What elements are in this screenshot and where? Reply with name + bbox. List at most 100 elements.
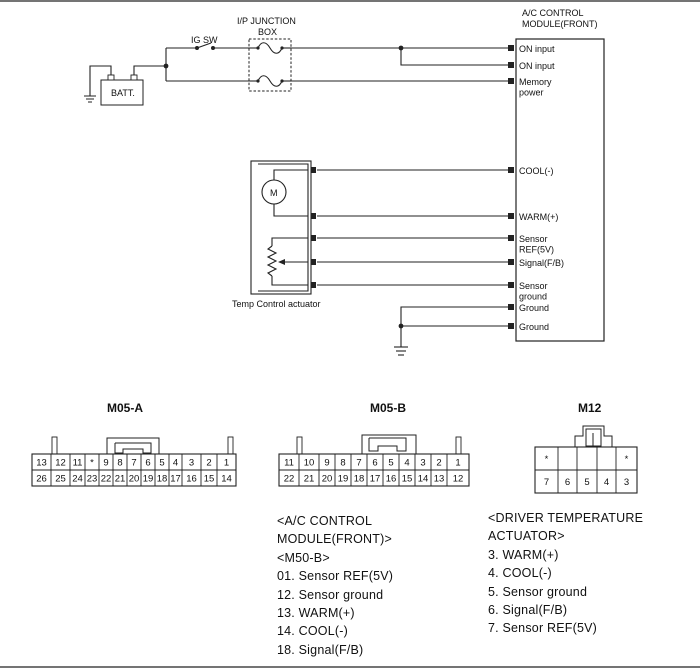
connector-pin-number: 19 — [143, 474, 154, 485]
battery-body — [100, 79, 144, 106]
legend-line: <DRIVER TEMPERATURE — [488, 511, 644, 525]
connector-pin-number: 9 — [324, 458, 329, 469]
connector-pin-number: * — [625, 454, 629, 465]
connector-title-m05-b: M05-B — [370, 401, 406, 415]
module-pin-terminal — [508, 78, 514, 84]
connector-pin-number: 7 — [131, 458, 136, 469]
pot-wiper-arrow — [278, 259, 285, 265]
module-pin-label: ON input — [519, 61, 555, 71]
connector-pin-number: 21 — [115, 474, 126, 485]
module-title-line-1: A/C CONTROL — [522, 8, 584, 18]
connector-pin-number: * — [545, 454, 549, 465]
connector-pin-number: 5 — [388, 458, 393, 469]
connector-pin-number: 10 — [304, 458, 315, 469]
connector-grid-m05-a: 132612251124*239228217206195184173162151… — [31, 453, 237, 487]
legend-line: 14. COOL(-) — [277, 624, 348, 639]
fuse-2 — [250, 75, 291, 87]
motor-cool-wire-internal — [273, 169, 308, 174]
connector-pin-number: 22 — [284, 474, 295, 485]
connector-pin-number: 16 — [186, 474, 197, 485]
connector-pin-number: 24 — [72, 474, 83, 485]
legend-line: 01. Sensor REF(5V) — [277, 569, 394, 584]
connector-pin-number: 7 — [356, 458, 361, 469]
connector-pin-number: 1 — [224, 458, 229, 469]
battery-label: BATT. — [111, 88, 135, 98]
connector-pin-number: 15 — [204, 474, 215, 485]
module-pin-terminal — [508, 235, 514, 241]
battery-junction-dot — [163, 63, 169, 69]
module-pin-label: Signal(F/B) — [519, 258, 564, 268]
module-pin-label: Ground — [519, 322, 549, 332]
connector-pin-number: 12 — [55, 458, 66, 469]
connector-pin-number: 15 — [402, 474, 413, 485]
ac-control-module-box — [515, 38, 605, 342]
connector-pin-number: 22 — [101, 474, 112, 485]
connector-pin-number: 26 — [36, 474, 47, 485]
actuator-inner-line — [258, 163, 309, 292]
module-pin-terminal — [508, 259, 514, 265]
battery-terminal-pos — [130, 74, 138, 81]
module-pin-label: ground — [519, 292, 547, 302]
connector-pin-number: 8 — [117, 458, 122, 469]
connector-pin-number: 18 — [157, 474, 168, 485]
motor-warm-wire-internal — [273, 210, 308, 217]
module-pin-label: Sensor — [519, 234, 548, 244]
legend-line: 3. WARM(+) — [488, 547, 559, 562]
connector-pin-number: 8 — [340, 458, 345, 469]
connector-pin-number: 5 — [584, 477, 589, 488]
ig-sw-lever — [196, 42, 212, 49]
module-pin-terminal — [508, 167, 514, 173]
connector-pin-number: 19 — [338, 474, 349, 485]
battery-ground-wire — [89, 65, 112, 96]
legend-line: <A/C CONTROL — [277, 514, 373, 528]
legend-line: 13. WARM(+) — [277, 606, 355, 621]
module-pin-label: WARM(+) — [519, 212, 558, 222]
connector-pin-number: 5 — [159, 458, 164, 469]
junction-title-line-2: BOX — [258, 27, 277, 37]
connector-pin-number: 4 — [604, 477, 609, 488]
module-ground-wire — [400, 306, 508, 347]
connector-pin-number: 16 — [386, 474, 397, 485]
legend-line: 7. Sensor REF(5V) — [488, 621, 597, 636]
legend-line: 4. COOL(-) — [488, 566, 552, 581]
connector-pin-number: 13 — [36, 458, 47, 469]
connector-pin-number: 3 — [624, 477, 629, 488]
connector-pin-number: 2 — [206, 458, 211, 469]
connector-pin-number: 20 — [322, 474, 333, 485]
connector-title-m05-a: M05-A — [107, 401, 143, 415]
legend-actuator: <DRIVER TEMPERATURE ACTUATOR> 3. WARM(+) 4.… — [488, 509, 643, 638]
connector-pin-number: 11 — [284, 458, 294, 469]
module-pin-terminal — [508, 282, 514, 288]
on-input-2-wire — [400, 48, 508, 66]
connector-pin-number: 6 — [372, 458, 377, 469]
connector-pin-number: 20 — [129, 474, 140, 485]
ground-symbol-battery — [84, 95, 96, 103]
ground-junction-dot — [398, 323, 404, 329]
connector-m05-a: 132612251124*239228217206195184173162151… — [31, 436, 237, 487]
connector-pin-number: 23 — [87, 474, 98, 485]
actuator-label: Temp Control actuator — [232, 299, 321, 309]
connector-pin-number: 3 — [189, 458, 194, 469]
connector-pin-number: 18 — [354, 474, 365, 485]
module-pin-terminal — [508, 45, 514, 51]
potentiometer-resistor — [266, 245, 278, 277]
connector-pin-number: 14 — [418, 474, 429, 485]
module-pin-label: COOL(-) — [519, 166, 554, 176]
legend-line: 6. Signal(F/B) — [488, 603, 568, 618]
battery: BATT. — [100, 74, 144, 106]
connector-pin-number: 25 — [55, 474, 66, 485]
legend-line: ACTUATOR> — [488, 529, 565, 544]
module-pin-terminal — [508, 323, 514, 329]
connector-pin-number: 2 — [436, 458, 441, 469]
connector-pin-number: 4 — [404, 458, 409, 469]
module-pin-label: REF(5V) — [519, 245, 554, 255]
module-pin-label: Memory — [519, 77, 552, 87]
connector-pin-number: 6 — [145, 458, 150, 469]
connector-pin-number: 13 — [434, 474, 445, 485]
actuator-terminals — [311, 167, 316, 288]
module-pin-label: ON input — [519, 44, 555, 54]
ig-sw-label: IG SW — [191, 35, 218, 45]
